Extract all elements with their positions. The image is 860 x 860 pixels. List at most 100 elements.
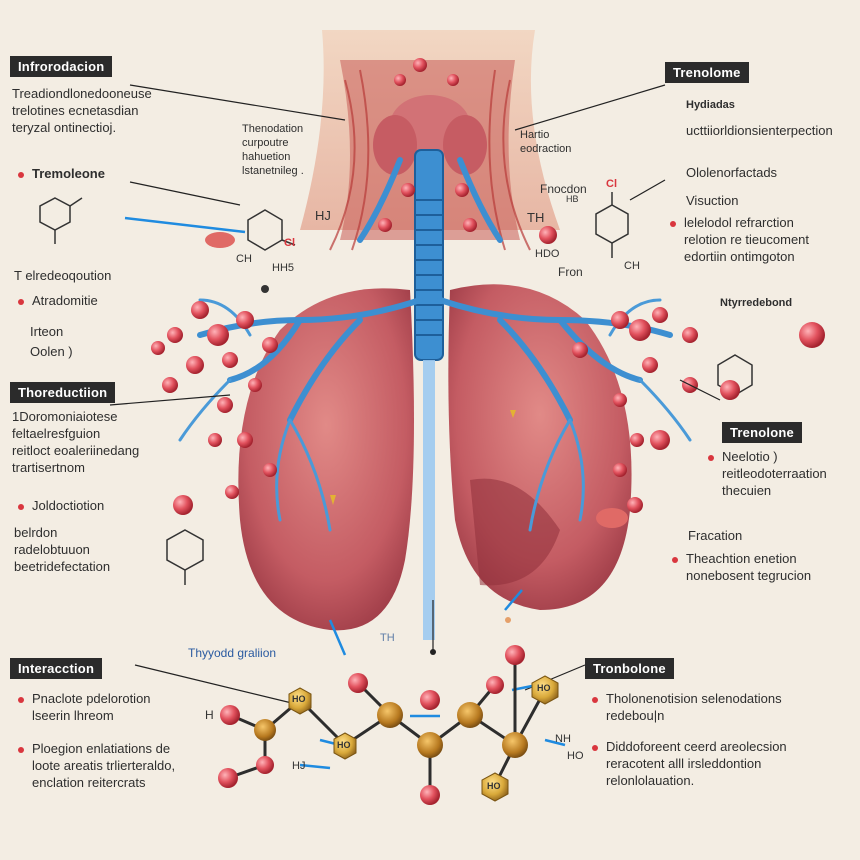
hh5-label: HH5	[272, 262, 295, 274]
visuction-label: Visuction	[686, 193, 739, 208]
trachea	[414, 149, 444, 361]
trenolone-header: Trenolome	[665, 62, 749, 83]
bullet-icon	[592, 744, 598, 751]
tele-bullet: lelelodol refrarction relotion re tieuco…	[670, 214, 809, 265]
trenolone2-line: Neelotio )	[708, 448, 827, 465]
intro-line: trelotines ecnetasdian	[12, 103, 139, 118]
intro-header: Infrorodacion	[10, 56, 113, 77]
center-beam	[423, 360, 435, 640]
interaction-bullet-2: Ploegion enlatiations de loote areatis t…	[18, 740, 175, 791]
trenolone-label-text: Tremoleone	[32, 166, 105, 181]
ring-hb-label: HB	[566, 194, 579, 204]
bullet-icon	[18, 696, 24, 703]
fracation-label: Fracation	[688, 528, 743, 543]
fracdon-label: Fnocdon	[540, 182, 587, 196]
interaction-line: Ploegion enlatiations de	[18, 740, 175, 757]
joldo-line: radelobtuuon	[14, 542, 90, 557]
hartio-line: Hartio	[520, 129, 550, 141]
molecule-ring-right	[595, 192, 629, 258]
reduction-line: 1Doromoniaiotese	[12, 409, 118, 424]
interaction-line: enclation reitercrats	[32, 775, 146, 790]
interaction-line: loote areatis trlierteraldo,	[32, 758, 176, 773]
trenolone2-line: thecuien	[722, 483, 772, 498]
ch-label: CH	[236, 253, 252, 265]
joldo-label: Joldoctiotion	[18, 497, 104, 514]
tenodation-line: curpoutre	[242, 137, 289, 149]
hdo-label: HDO	[535, 248, 560, 260]
chain-hex-label: HO	[487, 781, 501, 791]
nh-label: NH	[555, 733, 571, 745]
joldo-line: beetridefectation	[14, 559, 111, 574]
interaction-line: Pnaclote pdelorotion	[18, 690, 151, 707]
thechtion-text: Theachtion enetion nonebosent tegrucion	[672, 550, 811, 584]
intro-text: Treadiondlonedooneuse trelotines ecnetas…	[12, 85, 152, 136]
th-mid-label: TH	[527, 210, 545, 225]
alveoli-nodes	[151, 58, 825, 515]
trenolone2-header: Trenolone	[722, 422, 802, 443]
bullet-icon	[18, 503, 24, 510]
cl-label-left: Cl	[284, 237, 295, 249]
tele-line: edortiin ontimgoton	[684, 249, 795, 264]
left-lung	[238, 288, 414, 631]
hydrolas-text: ucttiiorldionsienterpection	[686, 123, 833, 138]
joldo-line: belrdon	[14, 525, 58, 540]
reduction-header: Thoreductiion	[10, 382, 116, 403]
interaction-bullet-1: Pnaclote pdelorotion lseerin lhreom	[18, 690, 151, 724]
irteon-line: Oolen )	[30, 344, 73, 359]
reduction-line: reitloct eoaleriinedang	[12, 443, 140, 458]
irteon-line: Irteon	[30, 324, 64, 339]
tenodation-text: Thenodation curpoutre hahuetion lstanetn…	[242, 122, 304, 178]
atradomitie-text: Atradomitie	[32, 293, 98, 308]
tele-line: relotion re tieucoment	[684, 232, 810, 247]
bullet-icon	[670, 220, 676, 227]
ntyrodobond-label: Ntyrredebond	[720, 297, 793, 309]
reduction-line: feltaelresfguion	[12, 426, 101, 441]
chain-hex-label: HO	[292, 694, 306, 704]
irteon-text: Irteon Oolen )	[30, 322, 73, 362]
tronbolone-header: Tronbolone	[585, 658, 674, 679]
bullet-icon	[18, 171, 24, 178]
reduction-line: trartisertnom	[12, 460, 85, 475]
intro-line: Treadiondlonedooneuse	[12, 86, 152, 101]
tenodation-line: hahuetion	[242, 151, 291, 163]
bullet-icon	[672, 556, 678, 563]
fron-label: Fron	[558, 265, 583, 279]
hj-bottom-label: HJ	[292, 760, 306, 772]
tronbolone-line: reracotent alll irsleddontion	[606, 756, 762, 771]
chain-hex-label: HO	[537, 683, 551, 693]
intro-line: teryzal ontinectioj.	[12, 120, 117, 135]
tele-line: lelelodol refrarction	[670, 214, 809, 231]
hartio-text: Hartio eodraction	[520, 128, 571, 156]
joldo-lines: belrdon radelobtuuon beetridefectation	[14, 524, 110, 575]
bullet-icon	[708, 454, 714, 461]
ho-bottom-label: HO	[567, 750, 584, 762]
molecule-ring-left	[39, 197, 83, 244]
t-label: T elredeoqoution	[14, 268, 112, 283]
tronbolone-line: Tholonenotision selenodations	[592, 690, 782, 707]
atradomitie-label: Atradomitie	[18, 292, 98, 309]
interaction-header: Interacction	[10, 658, 103, 679]
ring-ch-label: CH	[624, 260, 640, 272]
tronbolone-line: relonlolauation.	[606, 773, 695, 788]
bronchial-tree	[197, 157, 673, 423]
olole-text: Ololenorfactads	[686, 165, 778, 180]
trenolone2-line: reitleodoterraation	[722, 466, 827, 481]
hj-label: HJ	[315, 208, 331, 223]
bullet-icon	[18, 298, 24, 305]
tenodation-line: lstanetnileg .	[242, 165, 304, 177]
chain-hex-label: HO	[337, 740, 351, 750]
thyroid-gradient-label: Thyyodd graliion	[188, 646, 277, 660]
th-bottom-label: TH	[380, 632, 395, 644]
hartio-line: eodraction	[520, 143, 572, 155]
bullet-icon	[18, 746, 24, 753]
trenolone2-text: Neelotio ) reitleodoterraation thecuien	[708, 448, 827, 499]
trenolone-label-left: Tremoleone	[18, 165, 105, 182]
bullet-icon	[592, 696, 598, 703]
interaction-line: lseerin lhreom	[32, 708, 114, 723]
reduction-text: 1Doromoniaiotese feltaelresfguion reitlo…	[12, 408, 139, 476]
thechtion-line: Theachtion enetion	[672, 550, 811, 567]
tronbolone-line: redebou|n	[606, 708, 665, 723]
hydrolas-label: Hydiadas	[686, 99, 735, 111]
